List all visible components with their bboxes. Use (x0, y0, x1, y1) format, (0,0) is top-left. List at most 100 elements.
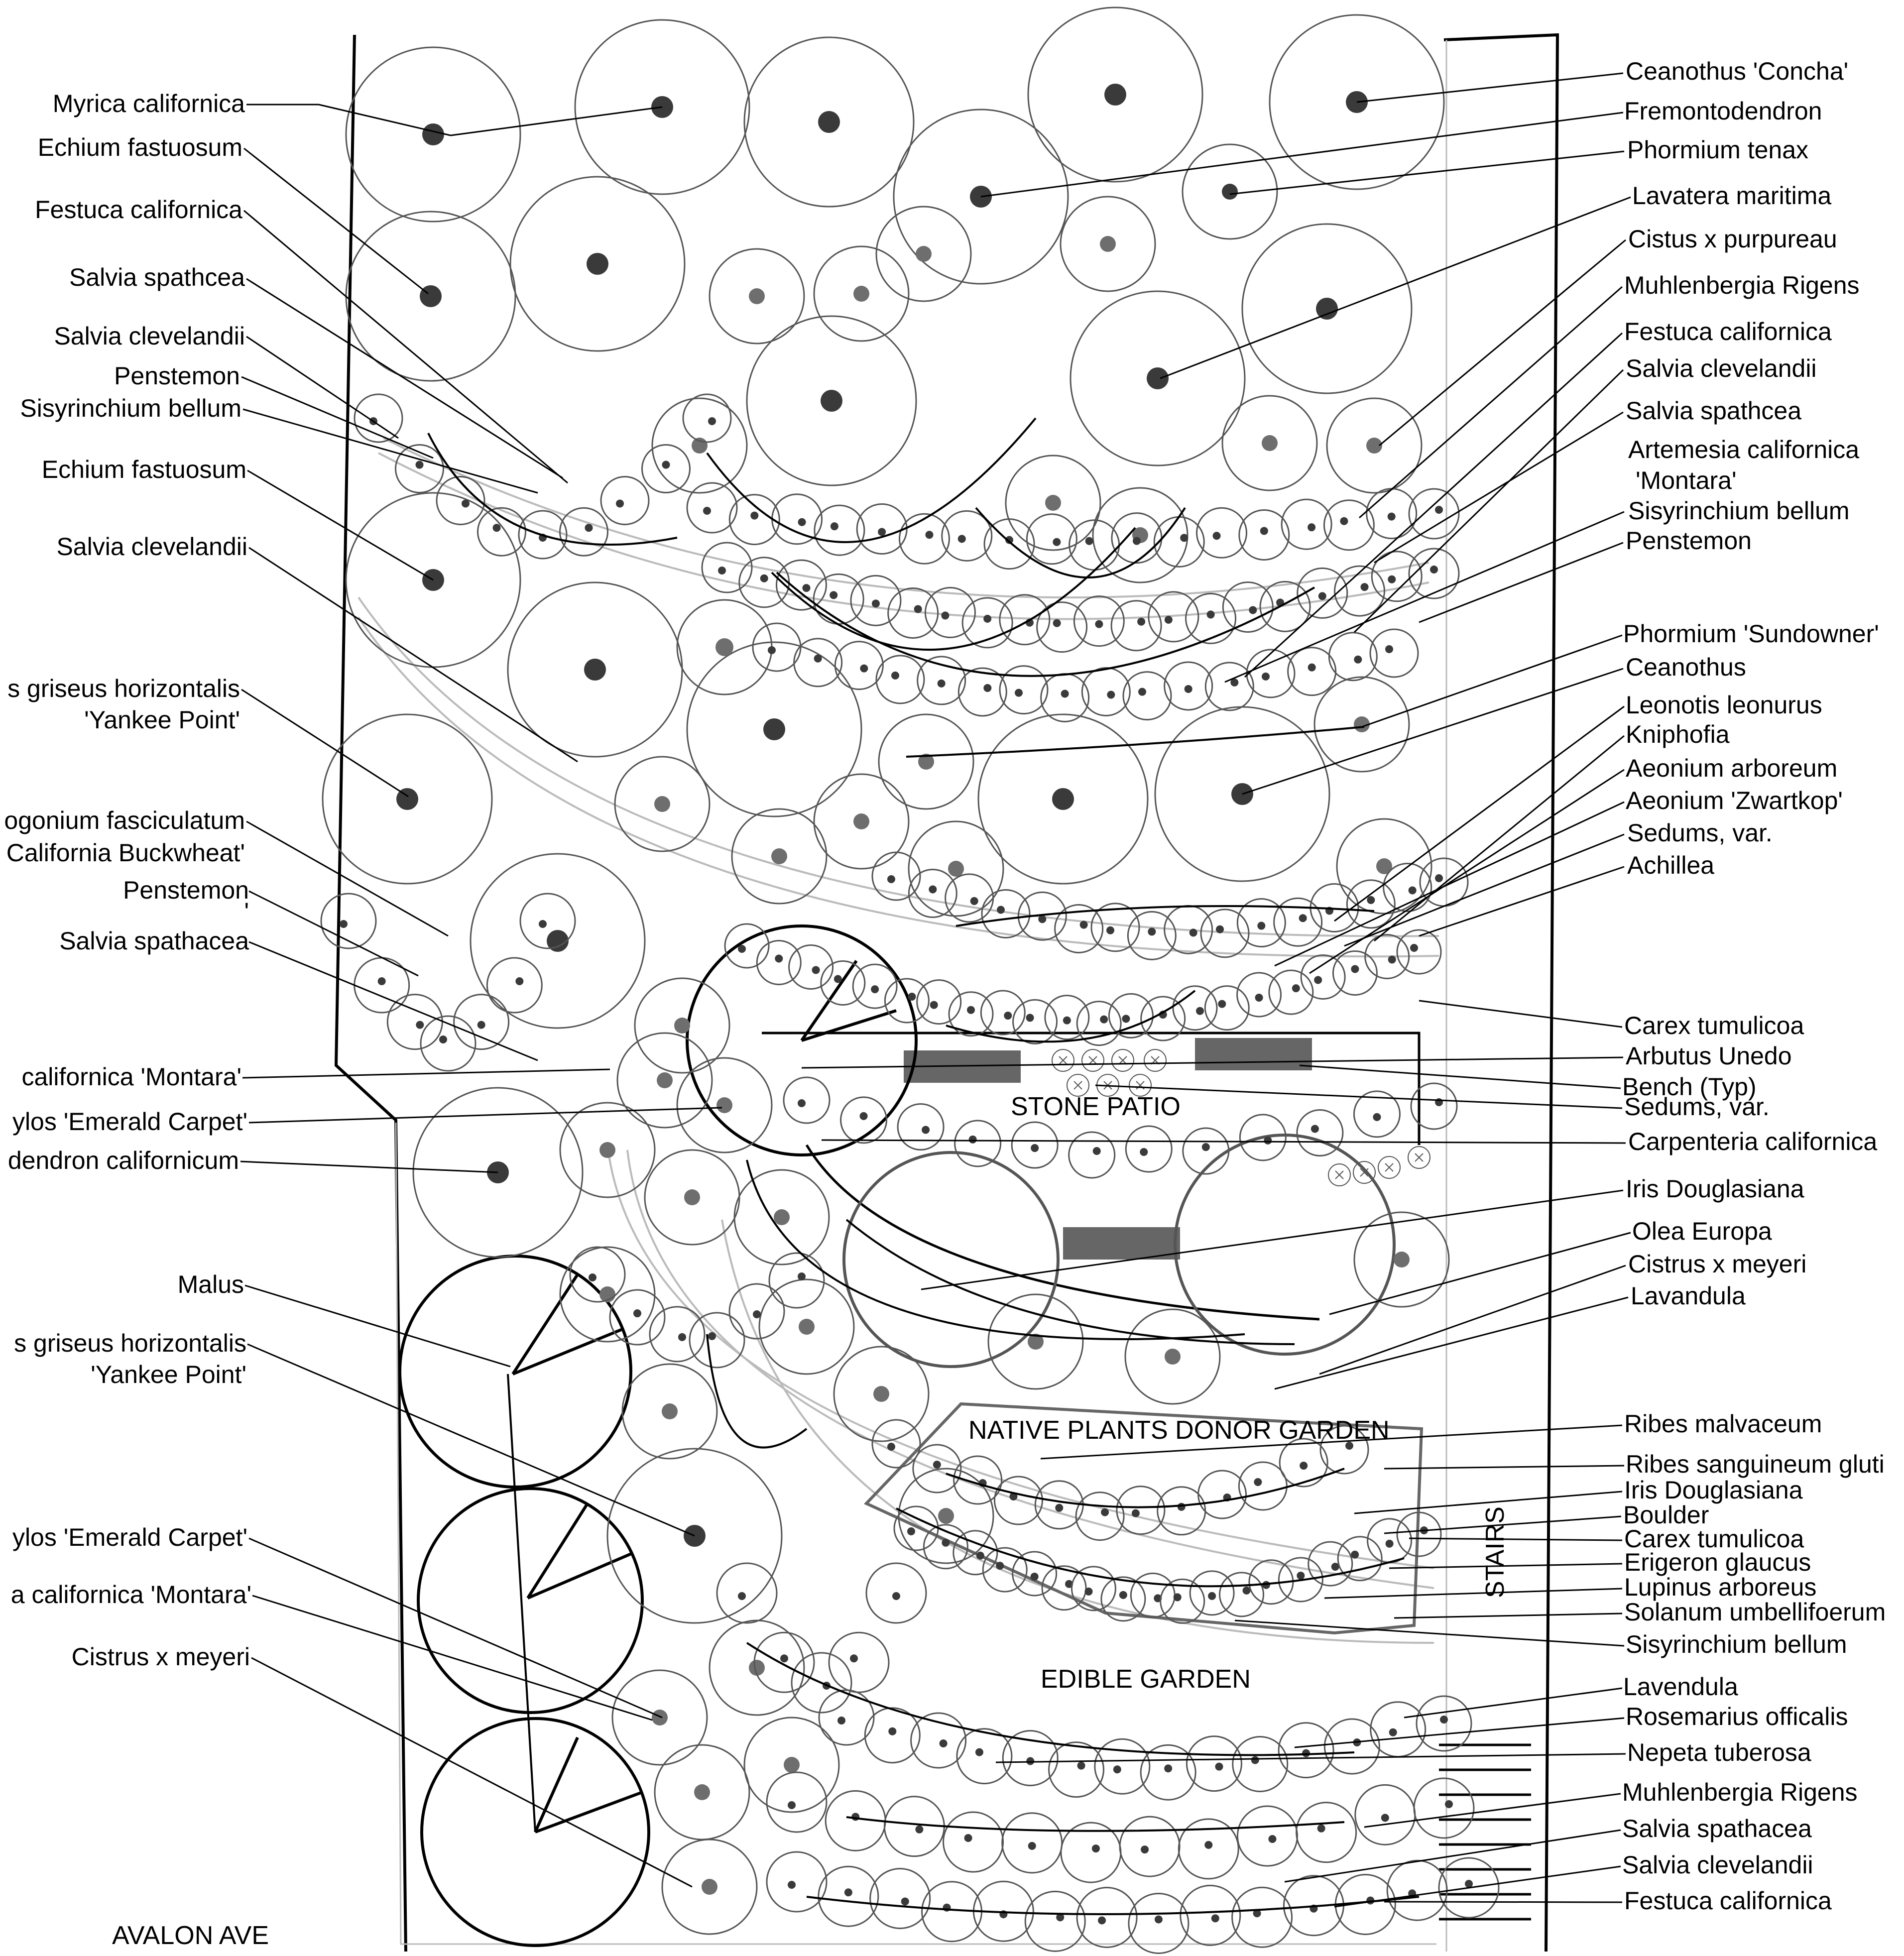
groundcover (923, 1524, 968, 1570)
sedum-marker (1129, 1074, 1152, 1097)
drift-connector (746, 1159, 1245, 1340)
groundcover-center (1204, 1841, 1213, 1849)
groundcover (941, 510, 993, 562)
groundcover-center (1148, 927, 1156, 936)
plant-canopy (616, 1032, 713, 1129)
groundcover-center (1085, 537, 1093, 545)
sedum-marker (1067, 1074, 1089, 1097)
groundcover-center (1430, 566, 1438, 574)
plant-center (716, 1097, 732, 1113)
leader-line (821, 1139, 1626, 1144)
plant-label: Erigeron glaucus (1624, 1548, 1811, 1576)
groundcover-center (983, 614, 992, 623)
leader-line (248, 941, 538, 1061)
groundcover-center (937, 679, 946, 688)
groundcover (1125, 1125, 1173, 1173)
groundcover-center (933, 1461, 941, 1469)
plant-center (547, 930, 569, 952)
groundcover (1287, 647, 1337, 696)
groundcover-center (1318, 592, 1326, 600)
plant-label: Ribes malvaceum (1624, 1410, 1822, 1438)
groundcover (1127, 911, 1177, 960)
groundcover (1296, 1109, 1344, 1157)
plant-label: Malus (178, 1270, 244, 1298)
groundcover (1076, 1001, 1122, 1046)
groundcover (1189, 1570, 1235, 1616)
groundcover-center (1230, 678, 1239, 687)
groundcover (753, 1631, 815, 1693)
plant-label: Bench (Typ) (1622, 1073, 1757, 1101)
groundcover (871, 1419, 921, 1469)
groundcover-center (1055, 1503, 1064, 1512)
groundcover-center (1314, 976, 1322, 984)
plant-center (873, 1386, 889, 1402)
groundcover-center (1215, 1762, 1223, 1771)
leader-line (995, 1753, 1626, 1763)
groundcover (1048, 1741, 1105, 1798)
groundcover-center (1031, 1144, 1039, 1152)
plant-label: Achillea (1627, 851, 1714, 879)
groundcover (1090, 903, 1140, 952)
groundcover (791, 1652, 852, 1714)
plant-canopy (322, 713, 493, 885)
plant-canopy (1070, 290, 1246, 466)
plant-label: Olea Europa (1632, 1217, 1772, 1245)
plant-canopy (676, 1057, 773, 1153)
groundcover-center (788, 1801, 796, 1809)
groundcover-center (1292, 984, 1300, 993)
groundcover (912, 1444, 962, 1494)
plant-label: californica 'Montara' (21, 1063, 241, 1091)
plant-center (749, 288, 765, 304)
plant-canopy (813, 245, 910, 342)
groundcover (1323, 1718, 1380, 1775)
groundcover (682, 393, 732, 443)
groundcover (486, 957, 543, 1014)
plant-label: Cistrus x meyeri (1628, 1250, 1806, 1278)
groundcover (917, 656, 966, 705)
groundcover-center (1440, 1716, 1448, 1724)
groundcover (1100, 1576, 1146, 1622)
plant-label: Lavendula (1623, 1673, 1738, 1701)
groundcover-center (416, 1021, 424, 1029)
groundcover (1041, 1565, 1087, 1611)
groundcover (1273, 897, 1323, 947)
groundcover-center (492, 524, 501, 532)
plant-center (1394, 1252, 1410, 1267)
groundcover (875, 655, 925, 704)
groundcover-center (925, 531, 934, 539)
groundcover-center (1408, 886, 1417, 895)
groundcover-center (907, 1527, 915, 1535)
leader-line (1224, 511, 1625, 683)
leader-line (248, 1107, 722, 1124)
groundcover-center (1445, 1800, 1453, 1808)
groundcover-center (1004, 1012, 1012, 1020)
groundcover-center (1260, 527, 1268, 535)
groundcover (916, 979, 962, 1025)
groundcover-center (1101, 1508, 1109, 1516)
drift-connector (946, 1468, 1345, 1508)
groundcover-center (1038, 915, 1047, 923)
plant-canopy (1336, 818, 1432, 915)
plant-center (422, 123, 444, 145)
groundcover-center (1131, 1509, 1140, 1517)
groundcover (1308, 1541, 1353, 1587)
plant-label: Salvia clevelandii (56, 533, 247, 561)
groundcover (1116, 1486, 1166, 1535)
groundcover-center (1381, 1814, 1389, 1822)
plant-symbols (320, 6, 1500, 1954)
groundcover-center (750, 511, 759, 520)
groundcover (1236, 1805, 1298, 1867)
plant-label: Cistrus x meyeri (72, 1643, 250, 1671)
groundcover-center (1137, 617, 1146, 626)
groundcover (1002, 1729, 1059, 1786)
label-leaders (240, 72, 1631, 1908)
groundcover (1296, 1802, 1357, 1863)
plant-canopy (634, 977, 730, 1074)
groundcover (869, 1867, 931, 1929)
plant-canopy (1221, 395, 1318, 491)
groundcover (788, 944, 834, 990)
drift-connector (946, 990, 1196, 1043)
leader-line (1229, 150, 1625, 195)
native-garden-bed (863, 1402, 1424, 1635)
leader-line (246, 336, 399, 439)
